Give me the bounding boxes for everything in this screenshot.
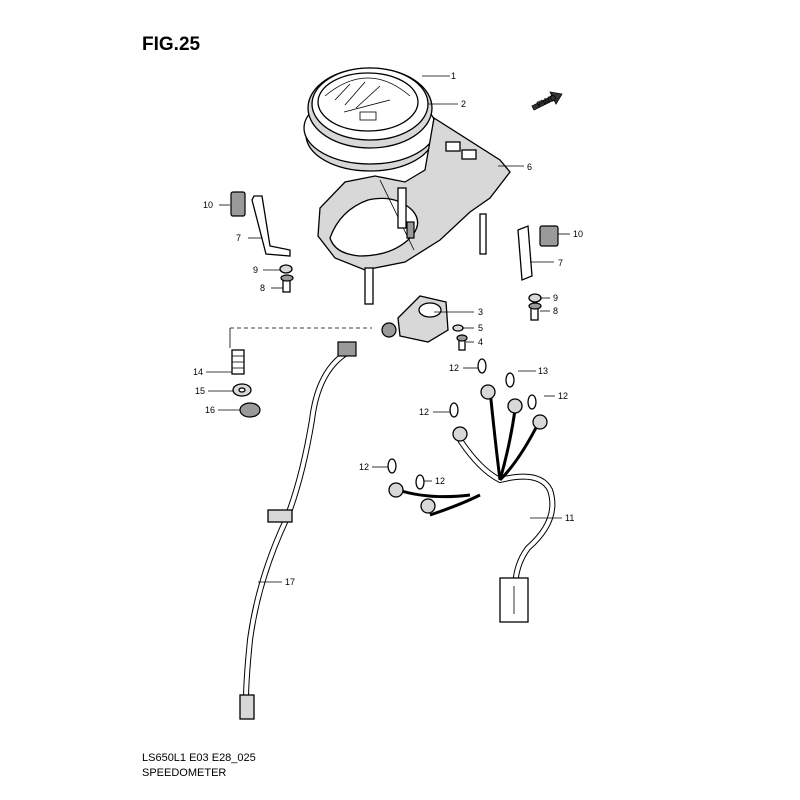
mounting-studs [364,187,487,305]
meter-bracket [317,116,511,271]
callout-6: 6 [527,162,532,172]
callout-1: 1 [451,71,456,81]
footer-code: LS650L1 E03 E28_025 [142,752,256,764]
callout-14: 14 [193,367,203,377]
fwd-arrow-badge: FWD [531,91,563,111]
footer-name: SPEEDOMETER [142,767,227,779]
callout-17: 17 [285,577,295,587]
leader-lines [206,75,570,583]
right-hardware [517,225,559,321]
callout-8-right: 8 [553,306,558,316]
speed-sensor [381,295,449,343]
callout-8-left: 8 [260,283,265,293]
callout-12-c: 12 [419,407,429,417]
callout-labels: 1 2 3 4 5 6 7 7 8 8 9 9 10 10 11 12 12 1… [193,71,583,587]
wire-harness [387,358,556,623]
callout-10-right: 10 [573,229,583,239]
callout-9-right: 9 [553,293,558,303]
callout-3: 3 [478,307,483,317]
callout-7-right: 7 [558,258,563,268]
callout-11: 11 [565,513,574,523]
callout-12-b: 12 [558,391,568,401]
callout-9-left: 9 [253,265,258,275]
callout-10-left: 10 [203,200,213,210]
left-hardware [230,191,294,293]
figure-title: FIG.25 [142,34,201,55]
callout-12-d: 12 [359,462,369,472]
callout-15: 15 [195,386,205,396]
callout-7-left: 7 [236,233,241,243]
callout-5: 5 [478,323,483,333]
screw-and-washer [452,324,468,351]
speedometer-head [303,67,437,172]
cable-small-parts [231,349,261,418]
callout-4: 4 [478,337,483,347]
callout-16: 16 [205,405,215,415]
callout-12-e: 12 [435,476,445,486]
callout-12-a: 12 [449,363,459,373]
speedometer-cable [239,341,357,720]
callout-13: 13 [538,366,548,376]
callout-2: 2 [461,99,466,109]
